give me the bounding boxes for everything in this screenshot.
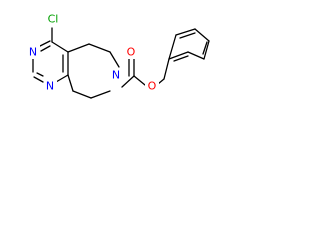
azepine-ring: [67, 43, 120, 99]
bond-c4a-c5: [67, 43, 90, 53]
bond-ch2-phenyl: [163, 58, 170, 80]
bond-ph-5: [175, 28, 196, 36]
nitrogen-atom-label-ring: N: [112, 69, 120, 82]
oxygen-atom-label-carbonyl: O: [127, 46, 136, 59]
bond-c-o-ester: [133, 75, 146, 86]
chlorine-atom-label: Cl: [48, 13, 59, 26]
bond-n7-c8: [90, 90, 111, 99]
bond-ph-3: [203, 40, 210, 60]
bond-n3-c4-inner: [40, 45, 51, 52]
bond-n1-c2-inner: [36, 72, 44, 77]
bond-c5-c6: [88, 43, 111, 53]
nitrogen-atom-label-n3: N: [29, 46, 37, 59]
bond-ph-1-inner: [173, 55, 189, 62]
bond-c6-n7: [109, 51, 120, 68]
atom-labels: Cl N N N O O: [27, 12, 159, 93]
nitrogen-atom-label-n1: N: [46, 80, 54, 93]
oxygen-atom-label-ester: O: [148, 80, 157, 93]
pyrimidine-ring: [32, 27, 69, 83]
bond-ph-2: [187, 51, 205, 60]
bond-c9a-n1: [55, 74, 69, 83]
bond-ph-1: [168, 51, 189, 60]
bond-c9-c9a: [67, 74, 74, 92]
bond-n7-c-carbonyl: [121, 75, 135, 88]
phenyl-ring: [168, 28, 210, 62]
bond-ph-3-inner: [202, 41, 208, 55]
bond-ph-5-inner: [179, 32, 196, 39]
bond-c8-c9: [72, 90, 92, 99]
chemical-structure-diagram: Cl N N N O O: [27, 12, 210, 99]
bond-ph-4: [194, 28, 210, 42]
bond-n1-c2: [33, 76, 44, 83]
bond-ph-6: [168, 34, 177, 60]
bond-c4-c4a: [51, 41, 69, 53]
